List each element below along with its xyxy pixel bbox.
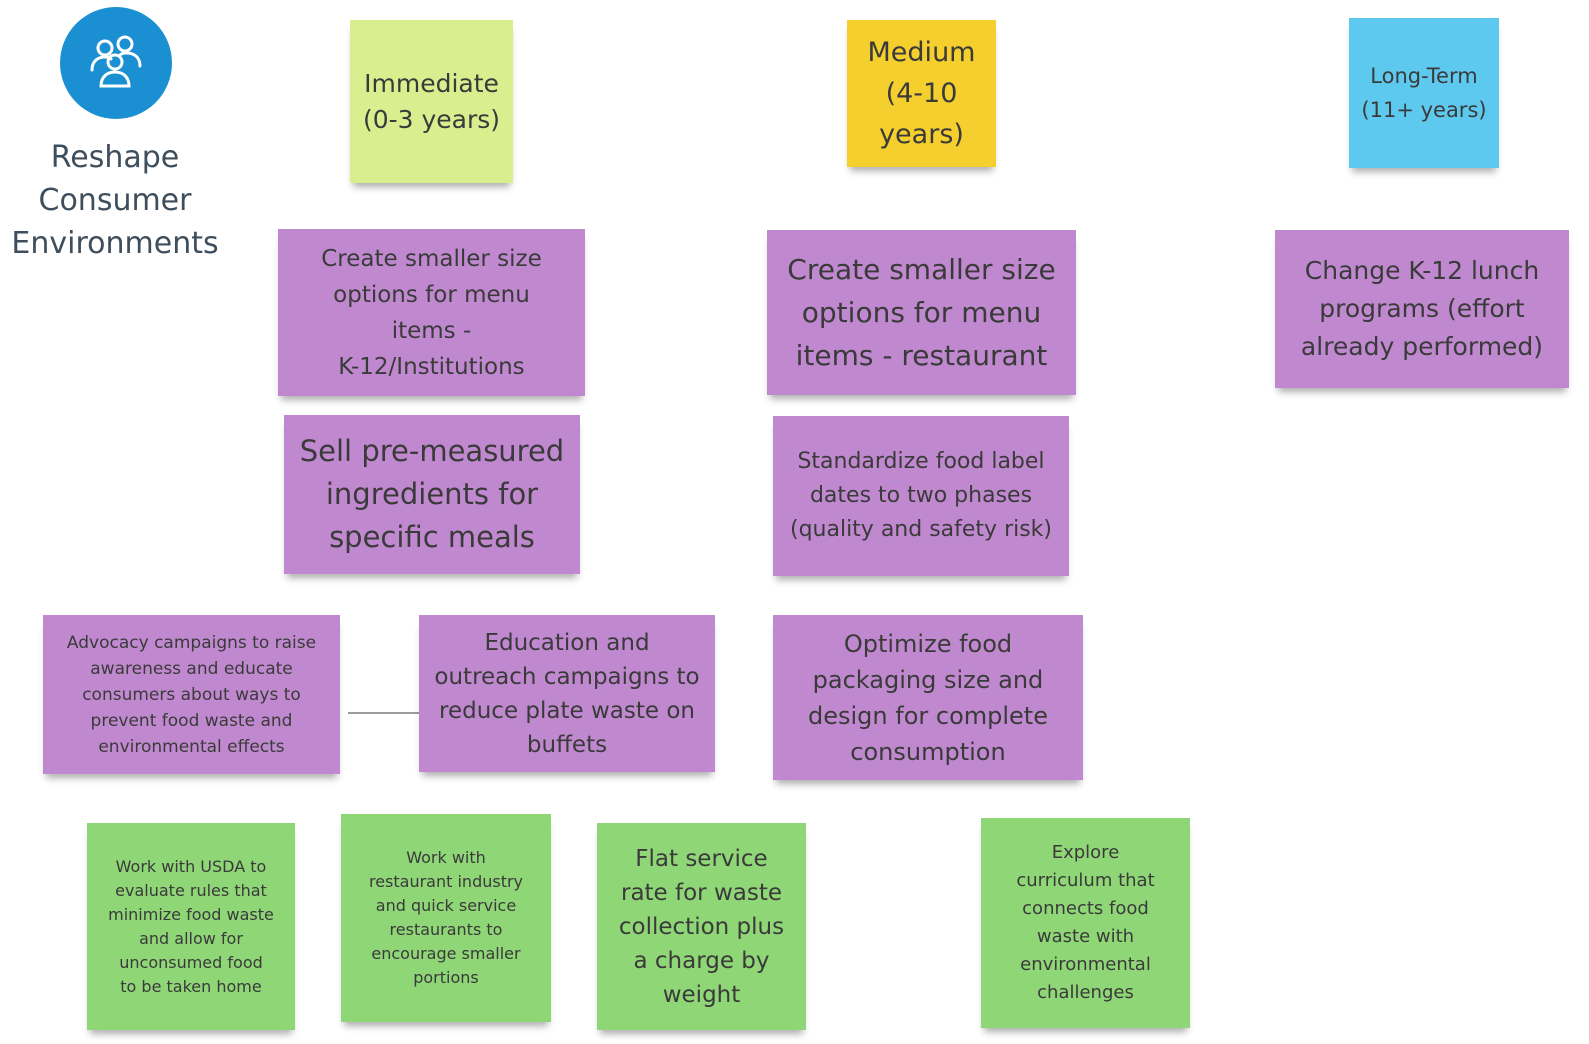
note-education-outreach-buffets[interactable]: Education and outreach campaigns to redu… — [419, 615, 715, 772]
note-smaller-size-institutions[interactable]: Create smaller size options for menu ite… — [278, 229, 585, 396]
note-smaller-size-restaurant[interactable]: Create smaller size options for menu ite… — [767, 230, 1076, 395]
note-change-k12-lunch[interactable]: Change K-12 lunch programs (effort alrea… — [1275, 230, 1569, 388]
note-flat-service-rate[interactable]: Flat service rate for waste collection p… — [597, 823, 806, 1030]
note-explore-curriculum[interactable]: Explore curriculum that connects food wa… — [981, 818, 1190, 1028]
timeframe-medium-note[interactable]: Medium (4-10 years) — [847, 20, 996, 167]
timeframe-long-term-note[interactable]: Long-Term (11+ years) — [1349, 18, 1499, 168]
timeframe-immediate-note[interactable]: Immediate (0-3 years) — [350, 20, 513, 183]
people-group-icon — [60, 7, 172, 119]
note-optimize-packaging[interactable]: Optimize food packaging size and design … — [773, 615, 1083, 780]
note-pre-measured-ingredients[interactable]: Sell pre-measured ingredients for specif… — [284, 415, 580, 574]
note-work-with-usda[interactable]: Work with USDA to evaluate rules that mi… — [87, 823, 295, 1030]
note-restaurant-industry[interactable]: Work with restaurant industry and quick … — [341, 814, 551, 1022]
note-advocacy-campaigns[interactable]: Advocacy campaigns to raise awareness an… — [43, 615, 340, 774]
connector-line — [348, 712, 419, 714]
note-standardize-label-dates[interactable]: Standardize food label dates to two phas… — [773, 416, 1069, 576]
page-title: Reshape Consumer Environments — [11, 140, 219, 261]
